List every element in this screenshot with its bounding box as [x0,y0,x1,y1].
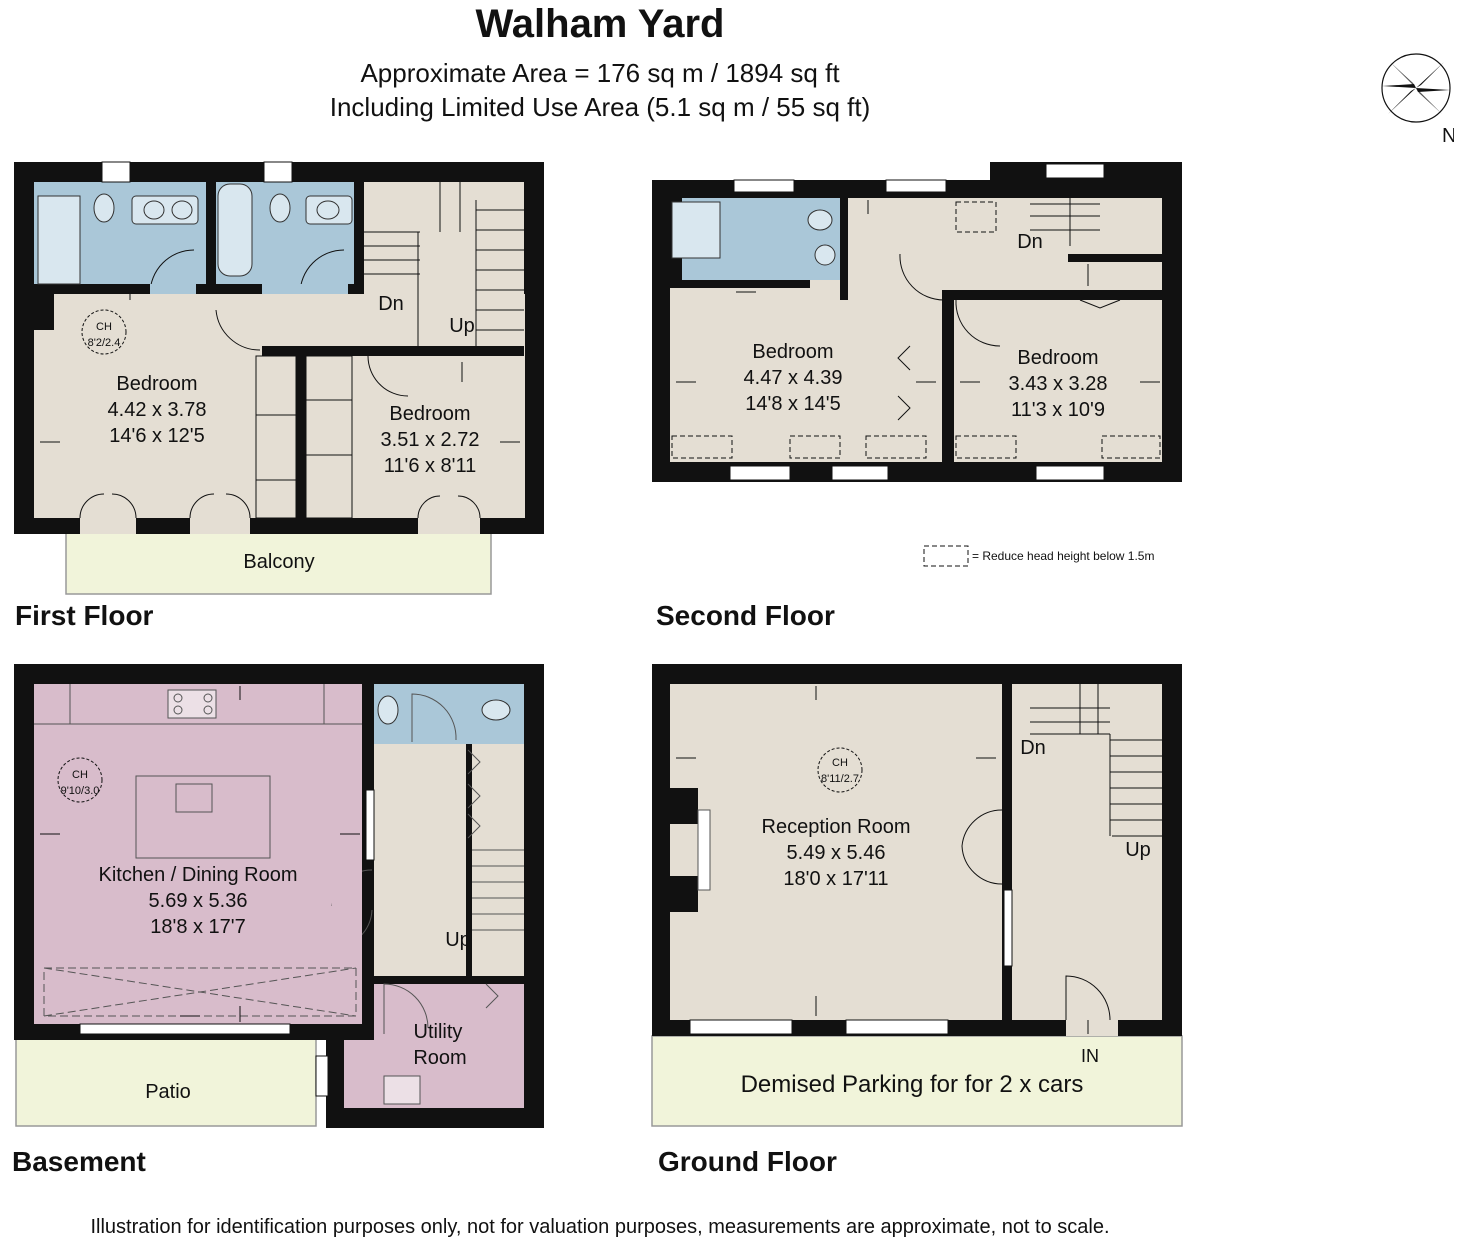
page-title: Walham Yard [475,2,725,46]
bedroom-imperial: 14'8 x 14'5 [745,393,841,415]
kitchen-metric: 5.69 x 5.36 [149,890,248,912]
kitchen-area [34,684,362,1024]
bedroom-imperial: 14'6 x 12'5 [109,425,205,447]
patio-label: Patio [145,1081,191,1103]
ch-value: 8'2/2.4 [88,337,121,349]
ch-label: CH [72,769,88,781]
bedroom-metric: 3.43 x 3.28 [1009,373,1108,395]
stairs-down-label: Dn [1020,737,1046,759]
reception-metric: 5.49 x 5.46 [787,842,886,864]
ch-label: CH [96,321,112,333]
ch-label: CH [832,757,848,769]
kitchen-name: Kitchen / Dining Room [99,864,298,886]
legend-swatch [923,545,969,567]
bedroom-imperial: 11'3 x 10'9 [1011,399,1105,421]
stairs-up-label: Up [445,929,471,951]
first-floor-plan: CH 8'2/2.4 Dn Up Bedroom 4.42 x 3.78 14'… [14,161,544,595]
reception-imperial: 18'0 x 17'11 [783,868,888,890]
bedroom-name: Bedroom [116,373,197,395]
utility-label-line2: Room [413,1047,466,1069]
compass: N [1381,53,1454,147]
reception-name: Reception Room [762,816,911,838]
legend-text: = Reduce head height below 1.5m [972,549,1154,563]
ground-floor-label: Ground Floor [658,1146,837,1177]
limited-use-area: Including Limited Use Area (5.1 sq m / 5… [329,92,871,122]
basement-plan: CH 9'10/3.0 Kitchen / Dining Room 5.69 x… [14,664,544,1128]
bedroom-metric: 3.51 x 2.72 [381,429,480,451]
compass-north-label: N [1442,125,1454,147]
ch-value: 8'11/2.7 [821,773,859,785]
stairs-up-label: Up [1125,839,1151,861]
balcony-label: Balcony [243,551,314,573]
kitchen-imperial: 18'8 x 17'7 [150,916,246,938]
second-floor-label: Second Floor [656,600,835,631]
compass-rose-icon [1381,53,1451,123]
bedroom-name: Bedroom [389,403,470,425]
first-floor-label: First Floor [15,600,154,631]
parking-area [651,1035,1183,1127]
patio-area [15,1033,317,1127]
stairs-down-label: Dn [1017,231,1043,253]
bedroom-imperial: 11'6 x 8'11 [384,455,477,477]
ch-value: 9'10/3.0 [61,785,100,797]
bedroom-name: Bedroom [752,341,833,363]
bedroom-name: Bedroom [1017,347,1098,369]
stairs-down-label: Dn [378,293,404,315]
stairs-up-label: Up [449,315,475,337]
disclaimer: Illustration for identification purposes… [90,1216,1110,1238]
parking-label: Demised Parking for for 2 x cars [741,1071,1084,1098]
bedroom-metric: 4.47 x 4.39 [744,367,843,389]
ground-floor-plan: CH 8'11/2.7 Reception Room 5.49 x 5.46 1… [651,664,1183,1127]
entrance-label: IN [1081,1046,1099,1066]
bedroom-metric: 4.42 x 3.78 [108,399,207,421]
area-summary: Approximate Area = 176 sq m / 1894 sq ft [360,58,840,88]
second-floor-plan: Dn Bedroom 4.47 x 4.39 14'8 x 14'5 Bedro… [652,162,1182,567]
utility-label-line1: Utility [414,1021,463,1043]
basement-label: Basement [12,1146,146,1177]
